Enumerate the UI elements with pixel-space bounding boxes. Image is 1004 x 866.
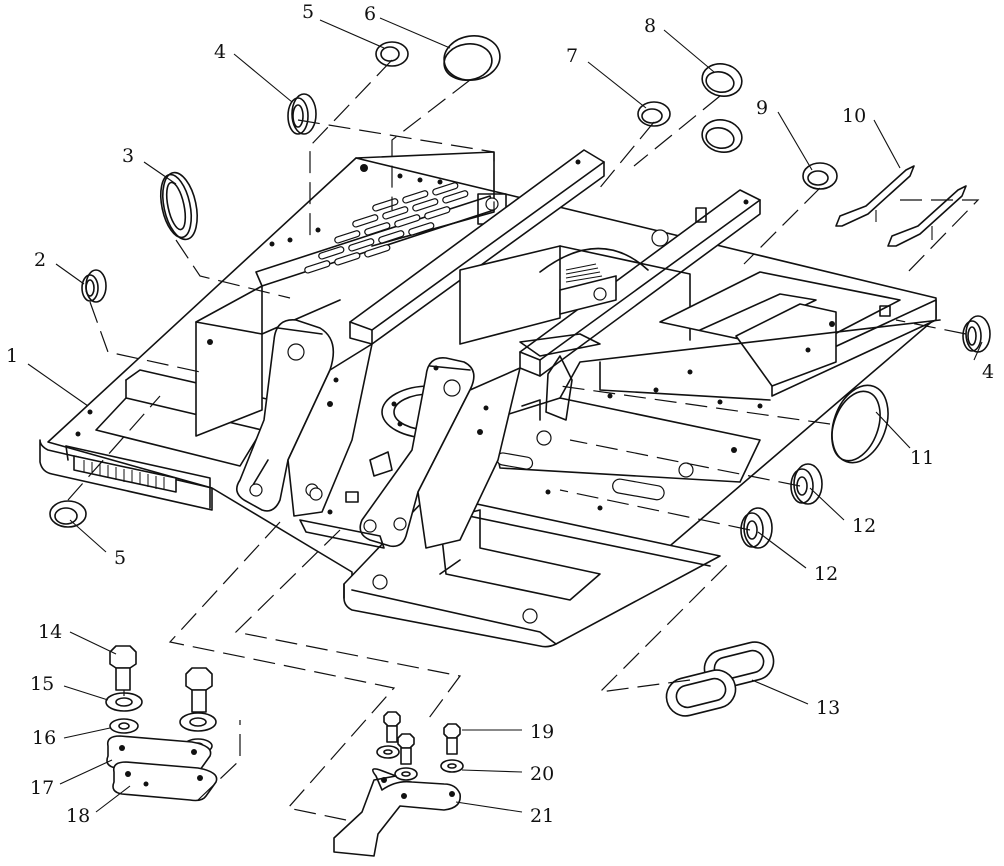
callout-2: 2: [34, 249, 46, 271]
grommets: [49, 35, 991, 717]
callouts: 1 2 3 4 4 5 5 6 7 8 9 10 11 12 12 13 14 …: [6, 1, 994, 827]
callout-16: 16: [32, 727, 56, 749]
callout-9: 9: [756, 97, 768, 119]
assembly-lines: [67, 59, 980, 821]
grommet-3: [159, 171, 198, 241]
callout-11: 11: [910, 447, 934, 469]
grommet-9: [802, 162, 838, 190]
callout-12-upper: 12: [852, 515, 876, 537]
main-frame: [39, 149, 941, 648]
washer-20: [376, 745, 464, 781]
bolt-14: [109, 645, 137, 691]
hardware: [105, 645, 464, 857]
plate-21: [333, 768, 461, 857]
callout-19: 19: [530, 721, 554, 743]
callout-17: 17: [30, 777, 54, 799]
callout-15: 15: [30, 673, 54, 695]
callout-5-lower: 5: [114, 547, 126, 569]
upper-beam: [349, 149, 605, 345]
callout-7: 7: [566, 45, 578, 67]
callout-18: 18: [66, 805, 90, 827]
callout-21: 21: [530, 805, 554, 827]
bolt-14b: [185, 667, 213, 713]
grommet-12-upper: [790, 463, 823, 505]
callout-1: 1: [6, 345, 18, 367]
washer-15: [105, 692, 217, 732]
callout-3: 3: [122, 145, 134, 167]
grommet-12-lower: [740, 507, 773, 549]
callout-4-right: 4: [982, 361, 994, 383]
callout-5-upper: 5: [302, 1, 314, 23]
grommet-4-upper: [287, 93, 317, 135]
grommet-5-lower: [49, 500, 87, 528]
grommet-13: [665, 641, 775, 717]
grommet-6: [443, 35, 501, 81]
grommet-5-upper: [375, 41, 409, 67]
callout-14: 14: [38, 621, 62, 643]
leader-lines: [27, 17, 983, 813]
grommet-8: [701, 63, 743, 153]
grommet-4-right: [962, 315, 991, 353]
bolt-19: [383, 711, 461, 765]
bracket-10: [835, 165, 967, 247]
cover-18: [112, 761, 218, 802]
callout-12-lower: 12: [814, 563, 838, 585]
callout-8: 8: [644, 15, 656, 37]
grommet-11: [831, 384, 889, 464]
callout-20: 20: [530, 763, 554, 785]
callout-13: 13: [816, 697, 840, 719]
callout-6: 6: [364, 3, 376, 25]
callout-4-upper: 4: [214, 41, 226, 63]
callout-10: 10: [842, 105, 866, 127]
grommet-2: [81, 269, 107, 303]
